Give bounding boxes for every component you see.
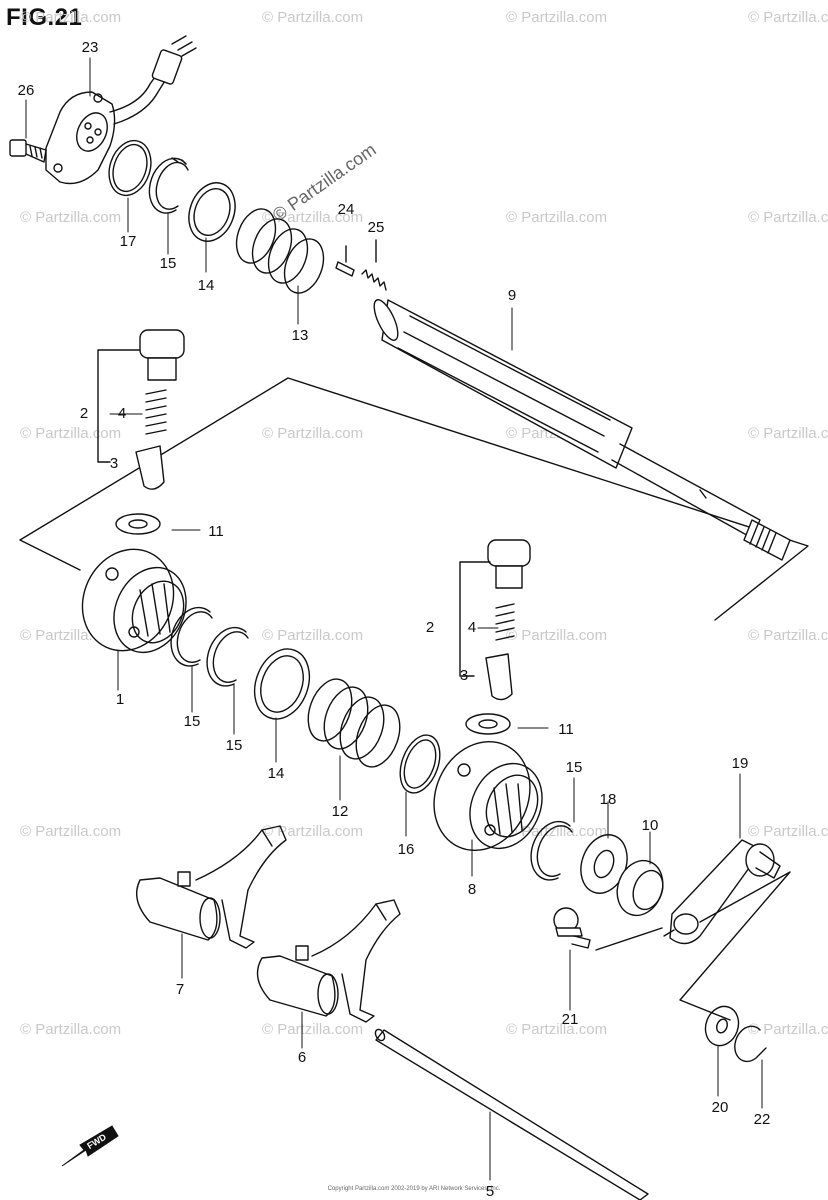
part-10-bearing[interactable] bbox=[610, 854, 670, 922]
part-3-plunger-lower[interactable] bbox=[485, 653, 513, 701]
watermark-text: © Partzilla.com bbox=[20, 823, 121, 840]
callout-7: 7 bbox=[176, 981, 184, 998]
callout-14: 14 bbox=[198, 277, 215, 294]
callout-18: 18 bbox=[600, 791, 617, 808]
fwd-arrow-icon: FWD bbox=[61, 1125, 119, 1167]
watermark-text: © Partzilla.com bbox=[262, 425, 363, 442]
callout-4: 4 bbox=[468, 619, 476, 636]
callout-20: 20 bbox=[712, 1099, 729, 1116]
part-7-fork[interactable] bbox=[136, 825, 287, 949]
part-24-pin[interactable] bbox=[335, 245, 355, 277]
part-8-sleeve[interactable] bbox=[417, 726, 556, 866]
watermark-text: © Partzilla.com bbox=[748, 823, 828, 840]
watermark-text: © Partzilla.com bbox=[262, 627, 363, 644]
watermark-text: © Partzilla.com bbox=[506, 823, 607, 840]
bracket-lower bbox=[459, 561, 491, 677]
callout-19: 19 bbox=[732, 755, 749, 772]
part-1-sleeve[interactable] bbox=[66, 534, 199, 665]
watermark-text: © Partzilla.com bbox=[748, 1021, 828, 1038]
part-15-circlip-mid-a[interactable] bbox=[170, 606, 213, 667]
watermark-text: © Partzilla.com bbox=[20, 425, 121, 442]
watermark-text: © Partzilla.com bbox=[262, 209, 363, 226]
part-3-plunger-upper[interactable] bbox=[135, 445, 165, 490]
watermark-text: © Partzilla.com bbox=[20, 9, 121, 26]
part-14-washer-mid[interactable] bbox=[245, 641, 318, 726]
part-14-washer-top[interactable] bbox=[181, 176, 243, 247]
part-2-plug-lower[interactable] bbox=[487, 539, 531, 589]
callout-14: 14 bbox=[268, 765, 285, 782]
callout-2: 2 bbox=[80, 405, 88, 422]
part-2-plug-upper[interactable] bbox=[139, 329, 185, 381]
part-21-bolt[interactable] bbox=[553, 907, 591, 949]
callout-21: 21 bbox=[562, 1011, 579, 1028]
copyright-text: Copyright Partzilla.com 2002-2019 by ARI… bbox=[327, 1186, 501, 1192]
callout-15: 15 bbox=[160, 255, 177, 272]
watermark-text: © Partzilla.com bbox=[20, 209, 121, 226]
callout-13: 13 bbox=[292, 327, 309, 344]
callout-1: 1 bbox=[116, 691, 124, 708]
callout-23: 23 bbox=[82, 39, 99, 56]
callout-6: 6 bbox=[298, 1049, 306, 1066]
figure-title: FIG.21 bbox=[6, 4, 83, 31]
callout-9: 9 bbox=[508, 287, 516, 304]
part-12-spring[interactable] bbox=[300, 673, 407, 773]
part-15-circlip-right[interactable] bbox=[530, 820, 573, 881]
watermark-text: © Partzilla.com bbox=[506, 627, 607, 644]
watermark-text: © Partzilla.com bbox=[748, 425, 828, 442]
part-16-ring[interactable] bbox=[393, 730, 447, 799]
watermark-text: © Partzilla.com bbox=[506, 9, 607, 26]
watermark-text: © Partzilla.com bbox=[262, 1021, 363, 1038]
callout-15: 15 bbox=[226, 737, 243, 754]
watermark-text: © Partzilla.com bbox=[506, 1021, 607, 1038]
part-9-shift-shaft[interactable] bbox=[369, 297, 791, 561]
leader-lines bbox=[25, 57, 763, 1181]
watermark-text: © Partzilla.com bbox=[20, 1021, 121, 1038]
callout-16: 16 bbox=[398, 841, 415, 858]
part-6-fork[interactable] bbox=[256, 899, 401, 1023]
part-25-small-spring[interactable] bbox=[361, 239, 387, 291]
watermark-text: © Partzilla.com bbox=[748, 9, 828, 26]
callout-24: 24 bbox=[338, 201, 355, 218]
callout-11: 11 bbox=[558, 721, 574, 738]
callout-8: 8 bbox=[468, 881, 476, 898]
callout-25: 25 bbox=[368, 219, 385, 236]
callout-15: 15 bbox=[566, 759, 583, 776]
callout-11: 11 bbox=[208, 523, 224, 540]
part-11-washer-lower[interactable] bbox=[465, 713, 511, 735]
part-15-circlip-mid-b[interactable] bbox=[206, 626, 249, 687]
callout-10: 10 bbox=[642, 817, 659, 834]
watermark-text: © Partzilla.com bbox=[506, 209, 607, 226]
part-4-spring-lower[interactable] bbox=[495, 603, 515, 641]
callout-17: 17 bbox=[120, 233, 137, 250]
dashed-leader-21 bbox=[595, 871, 791, 1021]
callout-2: 2 bbox=[426, 619, 434, 636]
callout-15: 15 bbox=[184, 713, 201, 730]
watermark-text: © Partzilla.com bbox=[262, 9, 363, 26]
part-11-washer-upper[interactable] bbox=[115, 513, 161, 535]
watermark-text: © Partzilla.com bbox=[262, 823, 363, 840]
callout-22: 22 bbox=[754, 1111, 771, 1128]
part-19-lever[interactable] bbox=[663, 839, 781, 945]
part-20-washer[interactable] bbox=[700, 1002, 744, 1051]
callout-4: 4 bbox=[118, 405, 126, 422]
callout-3: 3 bbox=[460, 667, 468, 684]
callout-5: 5 bbox=[486, 1183, 494, 1200]
callout-26: 26 bbox=[18, 82, 35, 99]
part-17-oring[interactable] bbox=[102, 135, 157, 201]
part-4-spring-upper[interactable] bbox=[145, 389, 167, 435]
part-13-spring[interactable] bbox=[230, 204, 331, 299]
callout-3: 3 bbox=[110, 455, 118, 472]
part-15-circlip-top[interactable] bbox=[148, 157, 189, 214]
watermark-text: © Partzilla.com bbox=[748, 209, 828, 226]
watermark-text: © Partzilla.com bbox=[748, 627, 828, 644]
bracket-upper bbox=[97, 349, 141, 463]
part-23-sensor[interactable] bbox=[45, 35, 197, 185]
callout-12: 12 bbox=[332, 803, 349, 820]
part-26-bolt[interactable] bbox=[9, 139, 47, 163]
part-22-eclip[interactable] bbox=[734, 1025, 767, 1063]
part-5-fork-shaft[interactable] bbox=[374, 1028, 649, 1200]
